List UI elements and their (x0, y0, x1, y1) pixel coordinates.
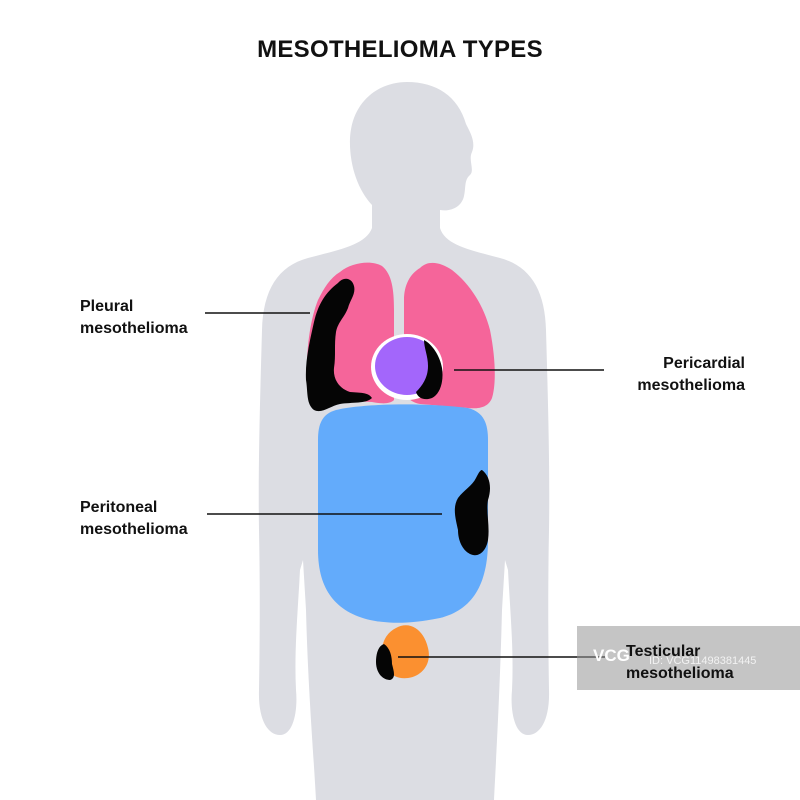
pleural-tumor-icon (305, 278, 372, 412)
watermark: VCG ID: VCG11498381445 (577, 626, 800, 690)
peritoneal-label: Peritoneal mesothelioma (80, 497, 188, 541)
peritoneal-label-line1: Peritoneal (80, 499, 158, 516)
pleural-label: Pleural mesothelioma (80, 296, 188, 340)
pleural-label-line2: mesothelioma (80, 320, 188, 337)
pericardial-tumor-icon (416, 340, 443, 400)
testicular-label: Testicular mesothelioma (626, 641, 734, 685)
testicular-tumor-icon (376, 644, 394, 680)
watermark-logo: VCG (593, 646, 630, 665)
peritoneal-label-line2: mesothelioma (80, 521, 188, 538)
testicular-label-line1: Testicular (626, 643, 701, 660)
testis-icon (382, 625, 429, 679)
testicular-label-line2: mesothelioma (626, 665, 734, 682)
pericardial-label: Pericardial mesothelioma (600, 353, 745, 397)
diagram-title: MESOTHELIOMA TYPES (257, 36, 543, 63)
watermark-id: ID: VCG11498381445 (649, 655, 757, 667)
pleural-label-line1: Pleural (80, 298, 134, 315)
pericardial-label-line2: mesothelioma (637, 377, 745, 394)
pericardial-label-line1: Pericardial (663, 355, 745, 372)
peritoneal-tumor-icon (454, 470, 490, 556)
